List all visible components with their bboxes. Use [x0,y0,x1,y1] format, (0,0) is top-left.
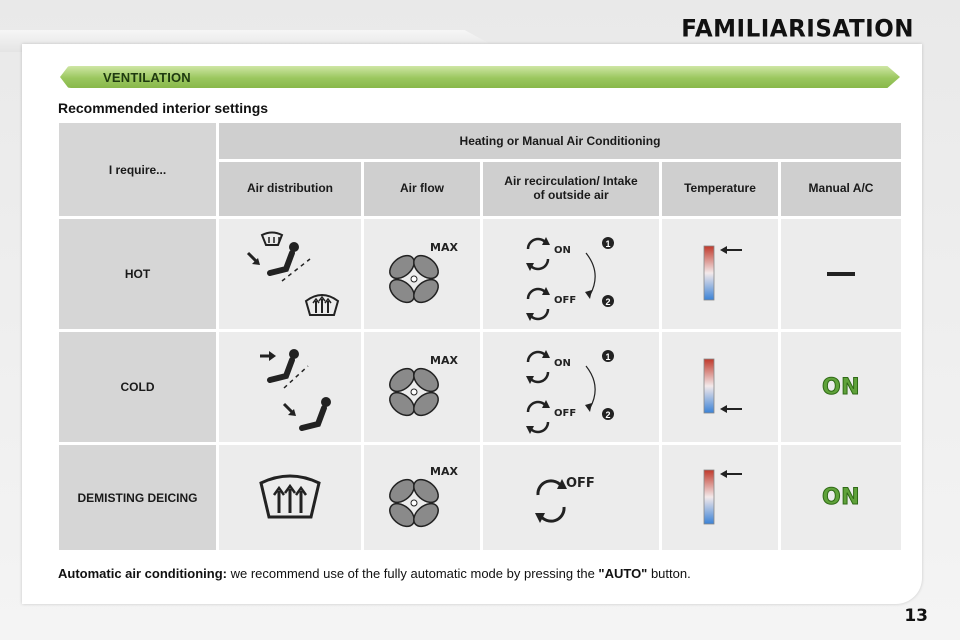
temperature-hot-icon [703,245,742,301]
row-header-cell: I require... [59,123,216,216]
step-two-badge: 2 [605,297,610,307]
air-distribution-cell-hot [219,219,361,329]
air-flow-cell-hot: MAX [364,219,480,329]
footnote-text-after: button. [647,566,691,581]
section-title: VENTILATION [103,70,191,85]
fan-max-label: MAX [430,465,458,478]
fan-icon: MAX [389,354,458,417]
page-header-title: FAMILIARISATION [681,15,914,43]
temperature-cold-icon [703,358,742,414]
footnote-label: Automatic air conditioning: [58,566,227,581]
table-row-cold: COLD [59,332,901,442]
temperature-cell-cold [662,332,778,442]
recirculation-on-off-icon: ON OFF 1 2 [526,237,614,321]
column-header-air-distribution: Air distribution [219,162,361,216]
fan-max-label: MAX [430,241,458,254]
step-two-badge: 2 [605,410,610,420]
fan-max-label: MAX [430,354,458,367]
air-flow-cell-demisting: MAX [364,445,480,550]
air-flow-cell-cold: MAX [364,332,480,442]
table-row-hot: HOT [59,219,901,329]
row-label-hot: HOT [59,219,216,329]
column-header-manual-ac: Manual A/C [781,162,901,216]
row-label-cold: COLD [59,332,216,442]
temperature-cell-hot [662,219,778,329]
manual-ac-on-label: ON [821,485,861,511]
temperature-cell-demisting [662,445,778,550]
recirculation-cell-hot: ON OFF 1 2 [483,219,659,329]
manual-ac-cell-hot [781,219,901,329]
windscreen-demist-icon [259,474,321,518]
footnote-text-before: we recommend use of the fully automatic … [227,566,599,581]
recirculation-on-off-icon: ON OFF 1 2 [526,350,614,434]
recirculation-on-label: ON [554,245,571,256]
fan-icon: MAX [389,241,458,304]
air-distribution-cell-demisting [219,445,361,550]
air-distribution-cell-cold [219,332,361,442]
ac-not-applicable-dash [827,272,855,276]
recirculation-off-label: OFF [554,295,576,306]
recirculation-off-label: OFF [554,408,576,419]
automatic-ac-footnote: Automatic air conditioning: we recommend… [58,566,691,581]
face-and-feet-distribution-icon [260,349,331,431]
windscreen-and-feet-distribution-icon [246,231,340,316]
manual-ac-on-label: ON [821,374,861,400]
page-number: 13 [904,606,928,626]
fan-icon: MAX [389,465,458,527]
column-header-air-flow: Air flow [364,162,480,216]
step-one-badge: 1 [605,352,610,362]
row-label-demisting: DEMISTING DEICING [59,445,216,550]
settings-table: I require... Heating or Manual Air Condi… [56,120,904,553]
table-subtitle: Recommended interior settings [58,100,269,116]
manual-ac-cell-cold: ON [781,332,901,442]
recirculation-cell-cold: ON OFF 1 2 [483,332,659,442]
manual-ac-cell-demisting: ON [781,445,901,550]
recirculation-cell-demisting: OFF [483,445,659,550]
temperature-hot-icon [703,469,742,524]
step-one-badge: 1 [605,239,610,249]
footnote-auto-button-name: "AUTO" [598,566,648,581]
section-bar [60,66,900,88]
column-header-temperature: Temperature [662,162,778,216]
group-header-cell: Heating or Manual Air Conditioning [219,123,901,159]
recirculation-on-label: ON [554,358,571,369]
column-header-air-recirculation: Air recirculation/ Intake of outside air [483,162,659,216]
recirculation-off-label: OFF [566,476,595,491]
recirculation-off-icon: OFF [535,476,595,523]
table-row-demisting: DEMISTING DEICING MAX [59,445,901,550]
